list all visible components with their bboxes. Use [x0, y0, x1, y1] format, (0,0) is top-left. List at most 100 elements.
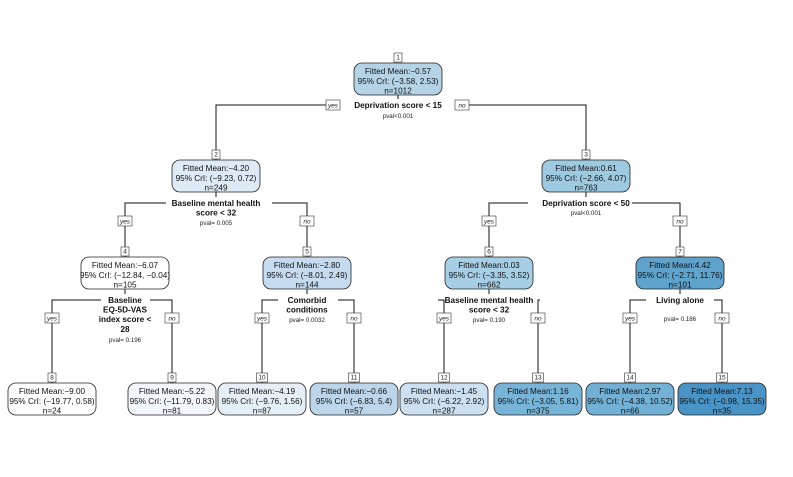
node-mean: Fitted Mean:−4.19 [229, 387, 296, 396]
node-cri: 95% CrI: (−6.83, 5.4) [316, 397, 392, 406]
svg-text:no: no [534, 315, 542, 322]
node-box [585, 382, 675, 416]
split-label: score < 32 [196, 209, 237, 218]
svg-text:12: 12 [440, 375, 448, 382]
node-n: n=249 [205, 184, 228, 193]
svg-text:no: no [718, 315, 726, 322]
node-cri: 95% CrI: (−4.38, 10.52) [587, 397, 673, 406]
node-n: n=101 [669, 281, 692, 290]
node-box [262, 256, 352, 290]
node-cri: 95% CrI: (−0.98, 15.35) [679, 397, 765, 406]
node-n: n=81 [163, 407, 182, 416]
split-label: Deprivation score < 50 [542, 199, 630, 208]
node-mean: Fitted Mean:−6.07 [92, 261, 159, 270]
no-label-6: no [530, 312, 546, 324]
edge-no-2 [272, 202, 308, 257]
svg-text:14: 14 [626, 375, 634, 382]
edge-yes-4 [51, 299, 101, 383]
no-label-5: no [346, 312, 362, 324]
yes-label-6: yes [436, 312, 452, 324]
yes-label-7: yes [622, 312, 638, 324]
split-label: conditions [286, 306, 328, 315]
node-box [217, 382, 307, 416]
no-label-7: no [714, 312, 730, 324]
node-box [399, 382, 489, 416]
node-cri: 95% CrI: (−3.05, 5.81) [498, 397, 579, 406]
split-label: Living alone [656, 296, 704, 305]
node-number: 3 [581, 149, 591, 160]
node-mean: Fitted Mean:1.16 [507, 387, 569, 396]
node-box [309, 382, 399, 416]
node-n: n=1012 [384, 87, 412, 96]
edges [51, 95, 723, 383]
node-cri: 95% CrI: (−6.22, 2.92) [404, 397, 485, 406]
svg-text:4: 4 [123, 249, 127, 256]
node-box [80, 256, 170, 290]
node-mean: Fitted Mean:7.13 [691, 387, 753, 396]
node-cri: 95% CrI: (−19.77, 0.58) [9, 397, 95, 406]
node-box [127, 382, 217, 416]
svg-text:yes: yes [438, 315, 450, 322]
edge-yes-6 [438, 299, 445, 383]
edge-no-4 [150, 299, 173, 383]
node-n: n=287 [433, 407, 456, 416]
svg-text:yes: yes [46, 315, 58, 322]
pval-label: pval<0.001 [571, 210, 602, 217]
node-number: 10 [256, 372, 268, 383]
node-n: n=105 [114, 281, 137, 290]
node-cri: 95% CrI: (−9.76, 1.56) [222, 397, 303, 406]
node-number: 2 [211, 149, 221, 160]
pval-label: pval= 0.190 [473, 317, 506, 324]
split-3: Deprivation score < 50 pval<0.001 [542, 199, 630, 217]
node-cri: 95% CrI: (−8.01, 2.49) [267, 271, 348, 280]
edge-no-3 [632, 202, 681, 257]
split-label: Comorbid [288, 296, 327, 305]
node-number: 12 [438, 372, 450, 383]
node-number: 13 [532, 372, 544, 383]
split-1: Deprivation score < 15 pval<0.001 [354, 101, 442, 120]
node-mean: Fitted Mean:−5.22 [139, 387, 206, 396]
no-label-4: no [164, 312, 180, 324]
split-label: index score < [99, 315, 152, 324]
edge-no-7 [714, 299, 723, 383]
yes-label-4: yes [44, 312, 60, 324]
svg-text:no: no [676, 218, 684, 225]
node-cri: 95% CrI: (−3.58, 2.53) [358, 77, 439, 86]
svg-text:yes: yes [624, 315, 636, 322]
yes-label-1: yes [325, 99, 341, 111]
node-number: 7 [675, 246, 685, 257]
svg-text:3: 3 [584, 152, 588, 159]
node-mean: Fitted Mean:4.42 [649, 261, 711, 270]
node-mean: Fitted Mean:−2.80 [274, 261, 341, 270]
pval-label: pval<0.001 [383, 113, 414, 120]
edge-yes-1 [215, 104, 340, 160]
node-n: n=35 [713, 407, 732, 416]
split-label: Deprivation score < 15 [354, 101, 442, 110]
edge-yes-3 [488, 202, 528, 257]
node-n: n=375 [527, 407, 550, 416]
no-label-1: no [454, 99, 470, 111]
svg-text:13: 13 [534, 375, 542, 382]
split-label: Baseline [108, 296, 142, 305]
node-cri: 95% CrI: (−2.66, 4.07) [546, 174, 627, 183]
pval-label: pval= 0.186 [664, 316, 697, 323]
node-number: 14 [624, 372, 636, 383]
node-mean: Fitted Mean:2.97 [599, 387, 661, 396]
edge-yes-2 [124, 202, 166, 257]
node-box [541, 159, 631, 193]
split-label: score < 32 [469, 306, 510, 315]
yes-label-5: yes [254, 312, 270, 324]
node-number: 4 [120, 246, 130, 257]
node-n: n=66 [621, 407, 640, 416]
